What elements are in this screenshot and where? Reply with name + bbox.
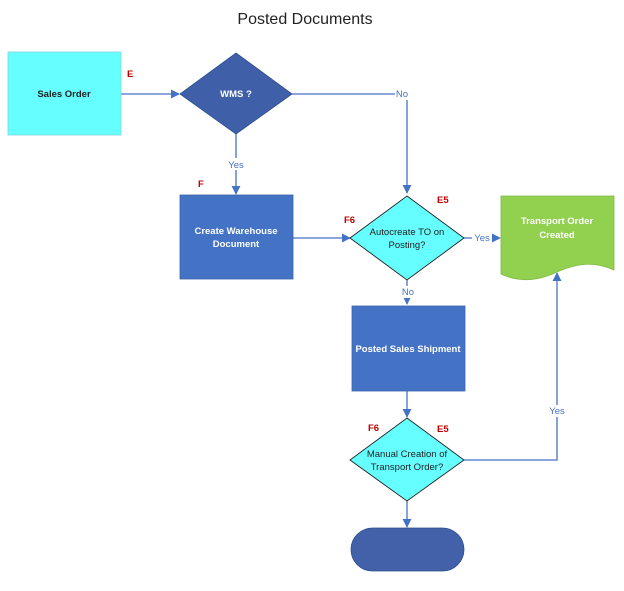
- node-create-warehouse-label-line1: Create Warehouse: [194, 226, 277, 237]
- edge-labels: No Yes Yes No Yes: [226, 88, 567, 417]
- node-manual-creation-decision: Manual Creation of Transport Order?: [349, 417, 465, 502]
- edge-label-wms-yes: Yes: [228, 160, 244, 171]
- node-autocreate-label-line2: Posting?: [389, 240, 426, 251]
- node-create-warehouse-label-line2: Document: [213, 239, 260, 250]
- node-posted-sales-shipment: Posted Sales Shipment: [351, 305, 466, 392]
- node-manual-creation-label-line1: Manual Creation of: [367, 449, 448, 460]
- edge-wms-no-to-autocreate: [292, 93, 412, 194]
- key-manual-left: F6: [368, 423, 379, 434]
- node-transport-order-label-line2: Created: [539, 230, 575, 241]
- node-create-warehouse-document: Create Warehouse Document: [179, 194, 294, 280]
- key-markers: E F F6 E5 F6 E5: [127, 69, 449, 435]
- node-terminator: [350, 527, 465, 572]
- node-wms-decision: WMS ?: [179, 52, 293, 135]
- edge-label-wms-no: No: [396, 89, 408, 100]
- key-create-warehouse: F: [198, 179, 204, 190]
- edge-manual-yes-to-transport: [464, 272, 562, 461]
- node-posted-shipment-label: Posted Sales Shipment: [355, 344, 461, 355]
- key-autocreate-right: E5: [437, 195, 449, 206]
- node-autocreate-label-line1: Autocreate TO on: [370, 227, 445, 238]
- node-transport-order-label-line1: Transport Order: [521, 216, 594, 227]
- page-title: Posted Documents: [237, 11, 372, 28]
- node-sales-order-label: Sales Order: [37, 89, 91, 100]
- key-sales-order: E: [127, 69, 133, 80]
- edges: [121, 89, 562, 528]
- edge-label-autocreate-no: No: [402, 287, 414, 298]
- node-wms-label: WMS ?: [220, 89, 252, 100]
- node-transport-order-created: Transport Order Created: [500, 195, 615, 281]
- edge-label-manual-yes: Yes: [549, 406, 565, 417]
- edge-label-autocreate-yes: Yes: [474, 233, 490, 244]
- key-manual-right: E5: [437, 424, 449, 435]
- key-autocreate-left: F6: [344, 215, 355, 226]
- node-sales-order: Sales Order: [7, 51, 122, 136]
- node-autocreate-decision: Autocreate TO on Posting?: [349, 195, 465, 281]
- node-manual-creation-label-line2: Transport Order?: [371, 462, 444, 473]
